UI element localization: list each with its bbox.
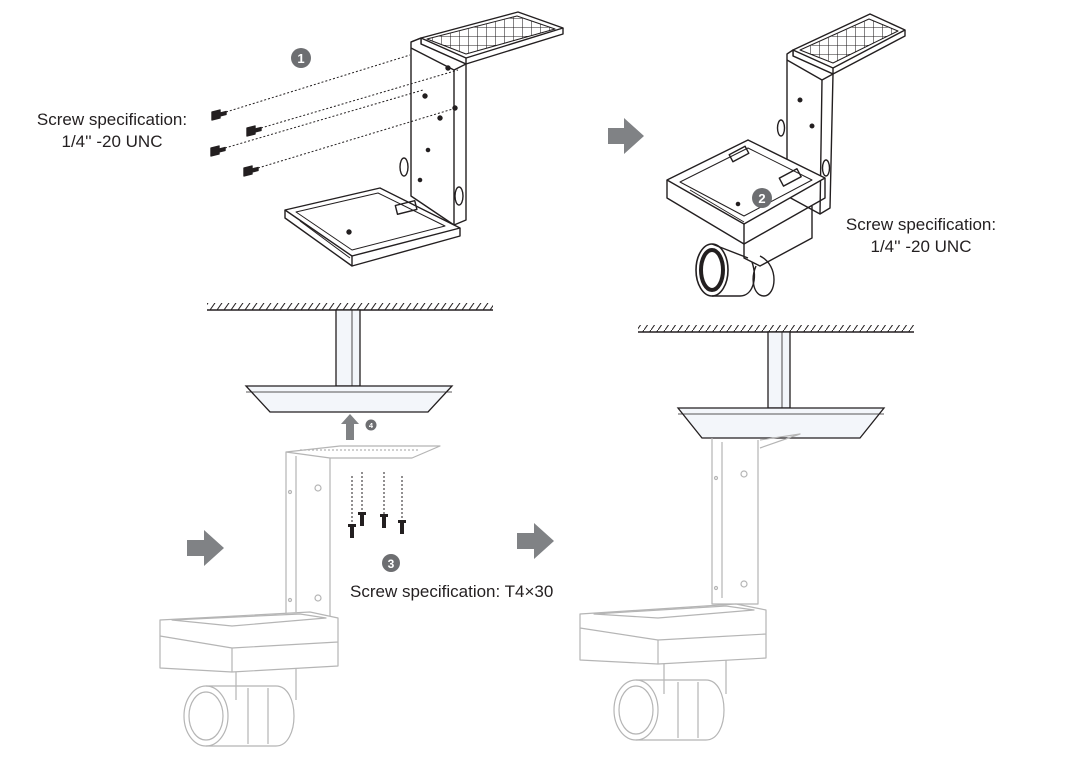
screw-spec-step3: Screw specification: T4×30 [350, 582, 554, 601]
svg-text:1: 1 [297, 51, 304, 66]
ghost-camera-right [579, 433, 801, 741]
ceiling-left [207, 303, 493, 413]
svg-text:3: 3 [388, 557, 395, 571]
step-badge-2: 2 [752, 188, 772, 208]
screws-step3 [348, 472, 406, 538]
screw-spec-step1-line1: Screw specification: [36, 110, 188, 129]
step2-camera-base [666, 139, 826, 267]
ghost-camera-left [159, 445, 441, 747]
step2-camera-lens [695, 243, 775, 297]
arrow-right-2 [187, 530, 224, 566]
ceiling-pole-left [244, 309, 454, 413]
step2-camera-assembly [666, 13, 906, 297]
step-badge-1: 1 [291, 48, 311, 68]
screw-spec-step2-line2: 1/4'' -20 UNC [870, 237, 972, 256]
step-badge-4: 4 [365, 419, 377, 431]
screw-guide-lines [224, 54, 459, 169]
screw-spec-step1: Screw specification: 1/4'' -20 UNC [22, 109, 202, 153]
svg-text:4: 4 [369, 421, 374, 430]
bottom-slide-plate [284, 187, 461, 267]
arrow-right-3 [517, 523, 554, 559]
step1-bracket-assembly [210, 11, 564, 267]
step2-top-mount-plate [792, 13, 906, 75]
step-badge-3: 3 [382, 554, 400, 572]
vertical-bracket-plate [399, 37, 467, 226]
lift-arrow [341, 414, 359, 440]
svg-text:2: 2 [758, 191, 765, 206]
screw-spec-step2: Screw specification: 1/4'' -20 UNC [832, 214, 1010, 258]
arrow-right-1 [608, 118, 644, 154]
screws-step1 [210, 109, 262, 177]
screw-spec-step1-line2: 1/4'' -20 UNC [61, 132, 163, 151]
screw-spec-step2-line1: Screw specification: [845, 215, 997, 234]
ceiling-right [638, 325, 914, 439]
